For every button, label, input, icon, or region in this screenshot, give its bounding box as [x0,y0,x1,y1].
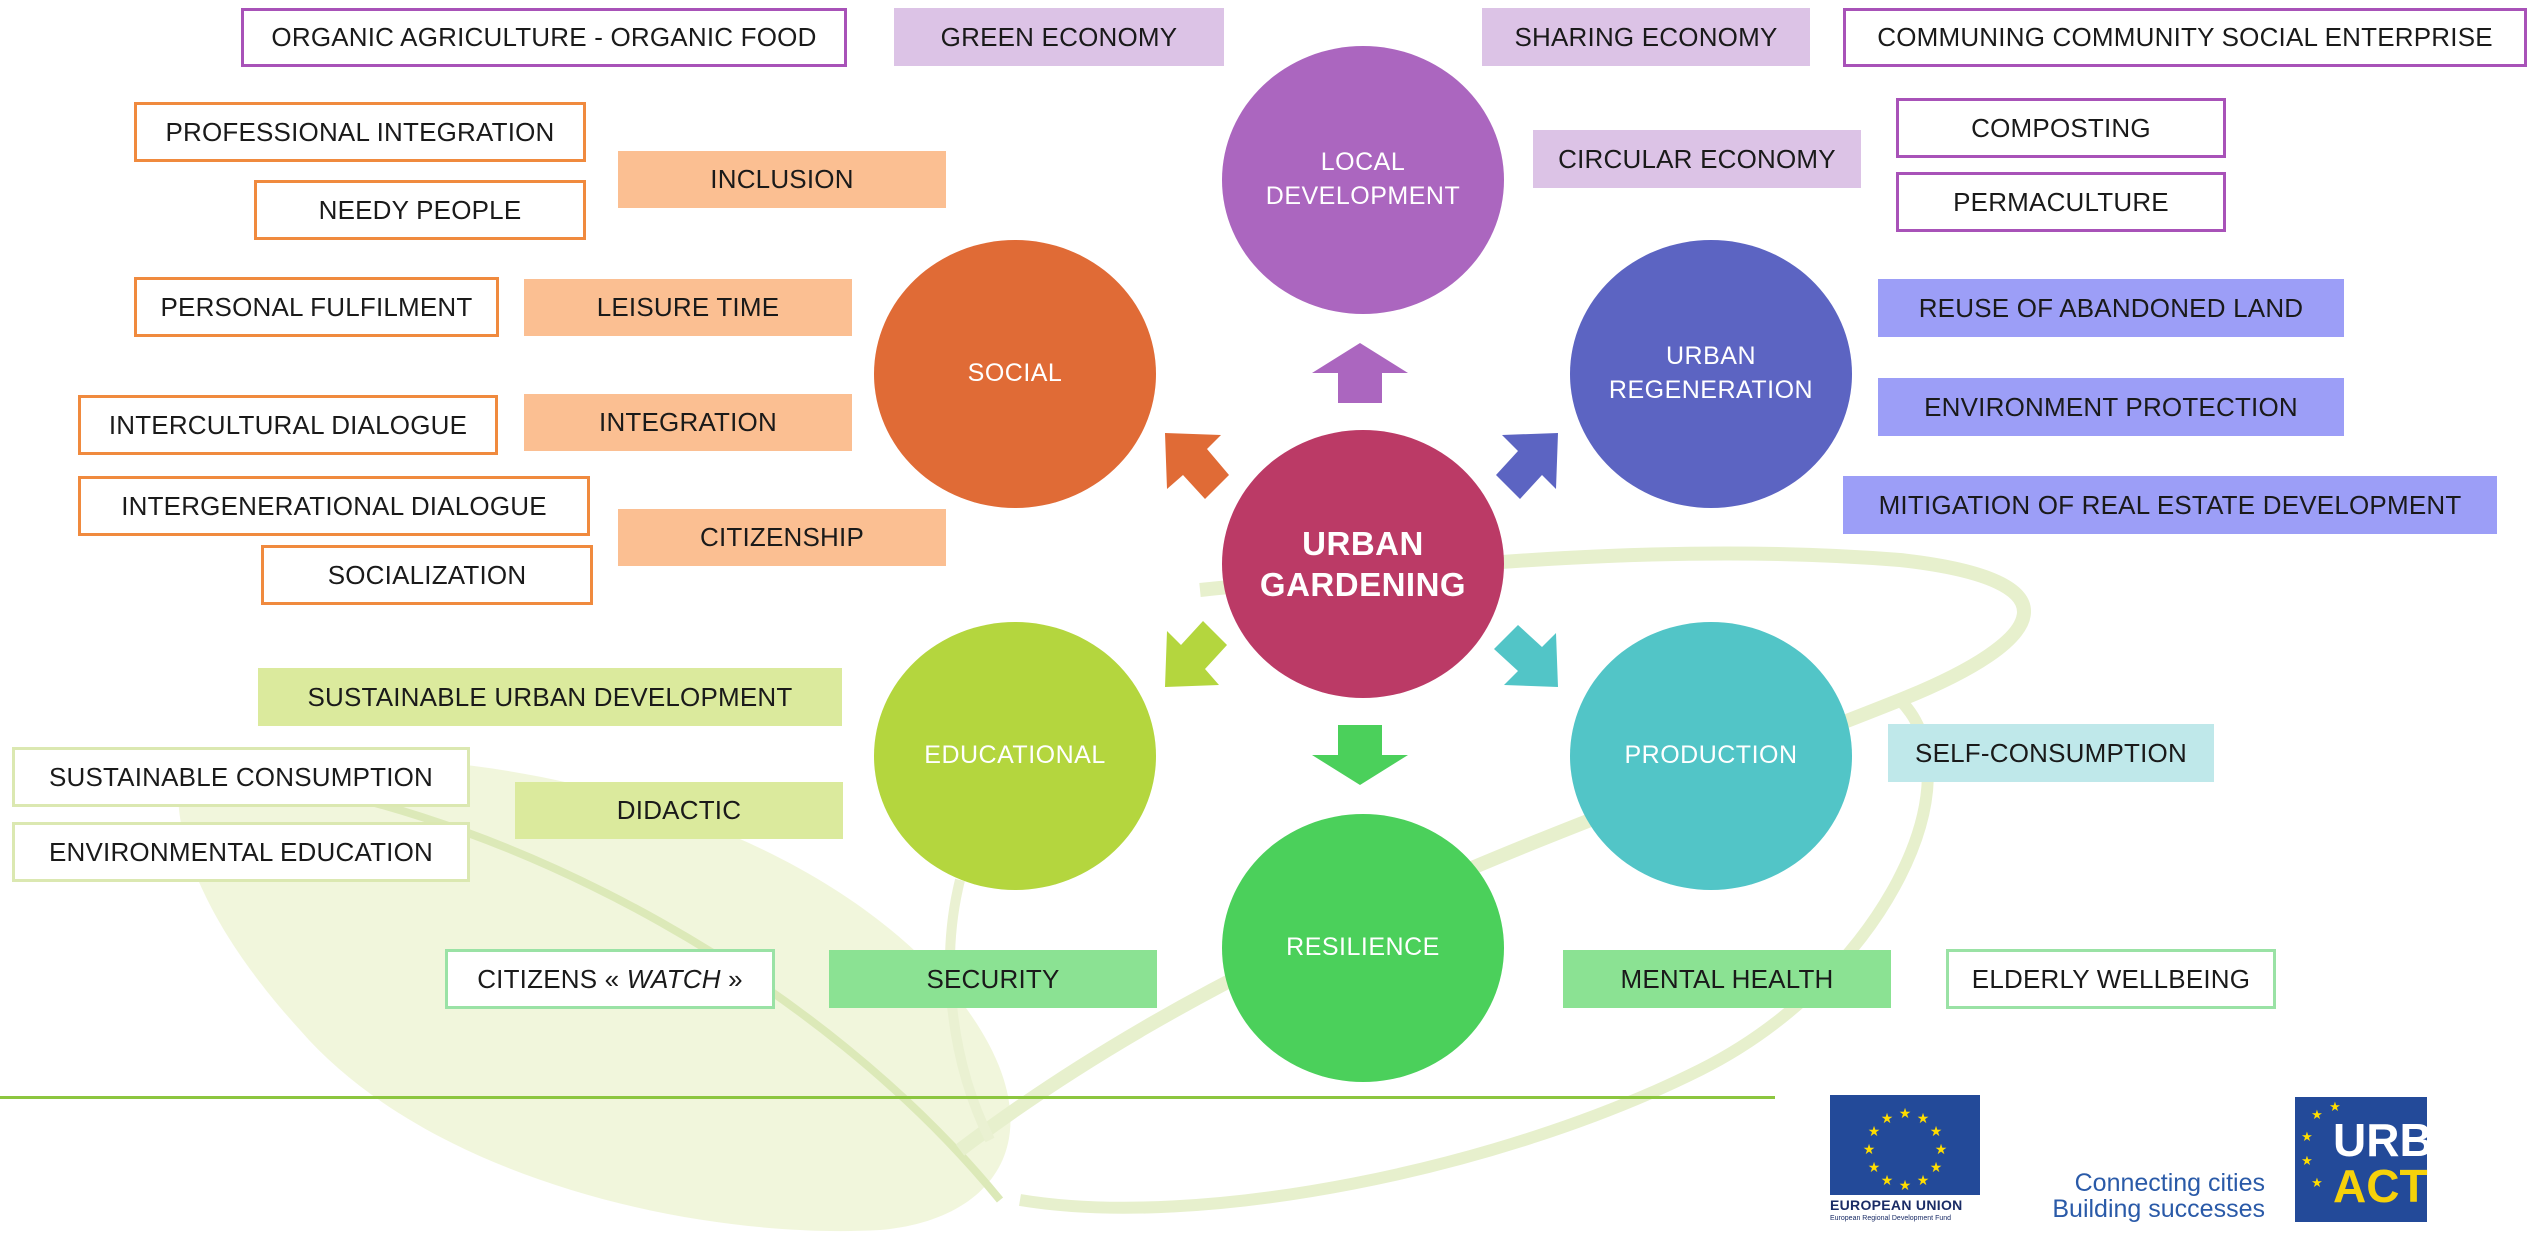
footer-divider [0,1096,1775,1099]
circle-label: RESILIENCE [1286,933,1440,962]
circle-label: SOCIAL [967,359,1063,388]
arrow-down-right [1494,625,1558,687]
tag-intergenerational-dialogue: INTERGENERATIONAL DIALOGUE [78,476,590,536]
circle-production: PRODUCTION [1570,622,1852,890]
tag-sharing-economy: SHARING ECONOMY [1482,8,1810,66]
urbact-logo: ★ ★ ★ ★ ★ URB ACT [2295,1097,2433,1222]
circle-local-development: LOCAL DEVELOPMENT [1222,46,1504,314]
eu-logo: ★ ★ ★ ★ ★ ★ ★ ★ ★ ★ ★ ★ EUROPEAN UNION E… [1830,1095,1980,1227]
circle-label: DEVELOPMENT [1265,182,1461,210]
eu-name: EUROPEAN UNION [1830,1197,1963,1213]
tag-leisure-time: LEISURE TIME [524,279,852,336]
tag-inclusion: INCLUSION [618,151,946,208]
svg-text:★: ★ [2329,1100,2341,1115]
tag-elderly-wellbeing: ELDERLY WELLBEING [1946,949,2276,1009]
tag-security: SECURITY [829,950,1157,1008]
tag-socialization: SOCIALIZATION [261,545,593,605]
tag-integration: INTEGRATION [524,394,852,451]
tag-self-consumption: SELF-CONSUMPTION [1888,724,2214,782]
arrow-down [1312,725,1408,785]
svg-text:★: ★ [1917,1173,1930,1189]
tag-permaculture: PERMACULTURE [1896,172,2226,232]
svg-text:★: ★ [2311,1108,2323,1123]
tag-circular-economy: CIRCULAR ECONOMY [1533,130,1861,188]
eu-stars-icon: ★ ★ ★ ★ ★ ★ ★ ★ ★ ★ ★ ★ [1863,1106,1948,1194]
tag-environment-protection: ENVIRONMENT PROTECTION [1878,378,2344,436]
arrow-down-left [1165,621,1227,687]
urbact-stars-icon: ★ ★ ★ ★ ★ [2301,1100,2341,1191]
svg-text:★: ★ [2311,1176,2323,1191]
svg-text:★: ★ [2301,1130,2313,1145]
tag-reuse-abandoned-land: REUSE OF ABANDONED LAND [1878,279,2344,337]
citizens-suffix: » [720,963,743,994]
tag-composting: COMPOSTING [1896,98,2226,158]
tag-mental-health: MENTAL HEALTH [1563,950,1891,1008]
svg-text:★: ★ [1930,1124,1943,1140]
svg-text:★: ★ [1863,1142,1876,1158]
circle-label: URBAN [1665,342,1756,371]
tag-sustainable-urban-development: SUSTAINABLE URBAN DEVELOPMENT [258,668,842,726]
urbact-line1: URB [2333,1114,2433,1166]
tagline: Connecting cities Building successes [2025,1170,2265,1223]
tag-needy-people: NEEDY PEOPLE [254,180,586,240]
center-line1: URBAN [1302,524,1424,562]
tag-personal-fulfilment: PERSONAL FULFILMENT [134,277,499,337]
arrow-up-left [1165,433,1229,499]
tag-organic-agriculture: ORGANIC AGRICULTURE - ORGANIC FOOD [241,8,847,67]
circle-label: REGENERATION [1608,376,1814,404]
svg-text:★: ★ [1935,1142,1948,1158]
arrow-up [1312,343,1408,403]
circle-label: EDUCATIONAL [924,741,1106,770]
eu-fund: European Regional Development Fund [1830,1215,1952,1222]
svg-text:★: ★ [1930,1160,1943,1176]
tag-environmental-education: ENVIRONMENTAL EDUCATION [12,822,470,882]
tag-mitigation-real-estate: MITIGATION OF REAL ESTATE DEVELOPMENT [1843,476,2497,534]
tag-communing: COMMUNING COMMUNITY SOCIAL ENTERPRISE [1843,8,2527,67]
svg-text:★: ★ [1868,1160,1881,1176]
urbact-line2: ACT [2333,1160,2428,1212]
svg-text:★: ★ [1881,1173,1894,1189]
svg-text:★: ★ [1899,1178,1912,1194]
citizens-prefix: CITIZENS « [477,963,627,994]
center-urban-gardening: URBAN GARDENING [1222,430,1504,698]
tag-intercultural-dialogue: INTERCULTURAL DIALOGUE [78,395,498,455]
svg-text:★: ★ [2301,1154,2313,1169]
circle-resilience: RESILIENCE [1222,814,1504,1082]
tag-didactic: DIDACTIC [515,782,843,839]
circle-urban-regeneration: URBAN REGENERATION [1570,240,1852,508]
svg-text:★: ★ [1917,1111,1930,1127]
tag-citizens-watch: CITIZENS « WATCH » [445,949,775,1009]
circle-label: LOCAL [1320,148,1406,177]
svg-text:★: ★ [1881,1111,1894,1127]
svg-text:★: ★ [1899,1106,1912,1122]
tag-green-economy: GREEN ECONOMY [894,8,1224,66]
tagline-line2: Building successes [2052,1195,2265,1224]
circle-label: PRODUCTION [1624,741,1798,770]
svg-text:★: ★ [1868,1124,1881,1140]
center-line2: GARDENING [1259,566,1467,603]
citizens-watch-word: WATCH [626,963,721,994]
tagline-line1: Connecting cities [2074,1169,2265,1197]
circle-social: SOCIAL [874,240,1156,508]
tag-citizenship: CITIZENSHIP [618,509,946,566]
tag-professional-integration: PROFESSIONAL INTEGRATION [134,102,586,162]
arrow-up-right [1496,433,1558,499]
eu-flag: ★ ★ ★ ★ ★ ★ ★ ★ ★ ★ ★ ★ [1830,1095,1980,1195]
tag-sustainable-consumption: SUSTAINABLE CONSUMPTION [12,747,470,807]
circle-educational: EDUCATIONAL [874,622,1156,890]
